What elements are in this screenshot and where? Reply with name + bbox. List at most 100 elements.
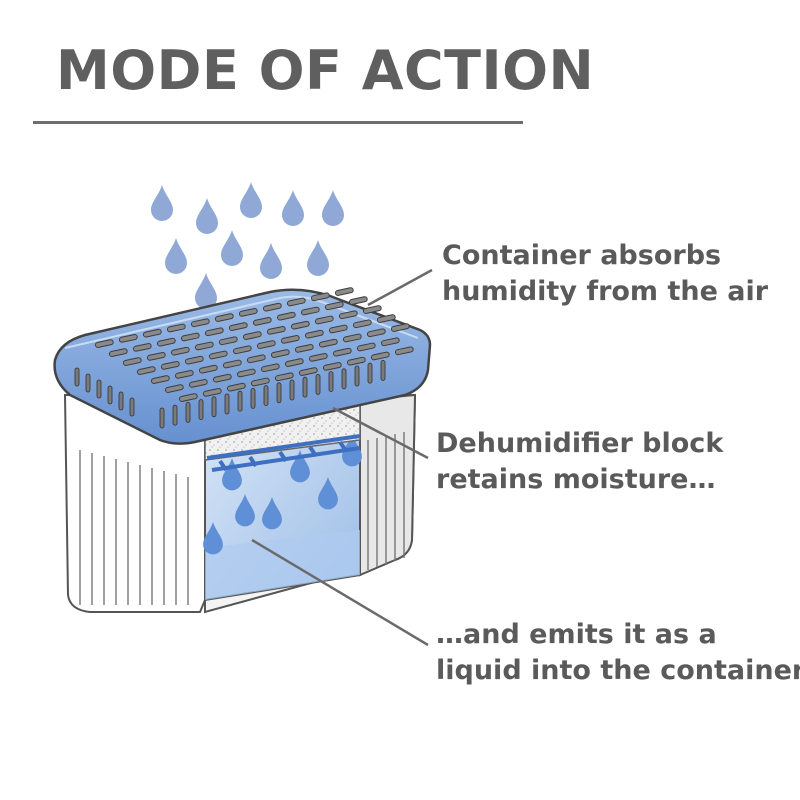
water-drop-icon [260, 243, 282, 279]
vent-slot [166, 323, 186, 333]
vent-slot [362, 305, 382, 314]
vent-slot [118, 391, 124, 411]
vent-slot [380, 337, 400, 347]
vent-slot [263, 385, 269, 407]
vent-slot [334, 287, 354, 296]
vent-slot [294, 344, 314, 353]
vent-slot [256, 340, 276, 349]
vent-slot [156, 337, 176, 347]
vent-slot [314, 315, 334, 325]
vent-slot [284, 358, 304, 367]
vent-slot [185, 401, 191, 423]
vent-slot [328, 324, 348, 334]
vent-slot [310, 292, 330, 302]
water-drop-icon [290, 450, 310, 483]
caption-emit-line-2: liquid into the container [436, 655, 800, 686]
page-title: MODE OF ACTION [56, 39, 595, 102]
water-drop-icon [282, 190, 304, 226]
vent-slot [214, 313, 234, 322]
vent-slot [228, 322, 248, 331]
vent-slot [237, 390, 243, 412]
vent-slot [348, 296, 368, 305]
vent-slot [188, 379, 208, 388]
vent-slot [342, 333, 362, 343]
water-drop-icon [222, 458, 242, 491]
vent-slot [208, 350, 228, 360]
vent-slot [170, 346, 190, 356]
container-ribs-left [79, 450, 189, 605]
title-underline [33, 121, 523, 124]
vent-slot [367, 362, 373, 384]
vent-slot [332, 347, 352, 357]
vent-slot [184, 355, 204, 365]
vent-slot [129, 397, 135, 417]
vent-slot [308, 353, 328, 362]
vent-slot [286, 297, 306, 307]
vent-slot [222, 359, 242, 369]
vent-slot [159, 407, 165, 429]
vent-slot [324, 301, 344, 311]
vent-slot [96, 379, 102, 399]
vent-slot [74, 367, 80, 387]
vent-slot [122, 357, 142, 366]
vent-slot [118, 334, 138, 343]
vent-slot [260, 363, 280, 373]
container-ribs-right [367, 432, 405, 570]
water-drop-icon [240, 182, 262, 218]
vent-slot [180, 332, 200, 342]
vent-slot [315, 373, 321, 395]
water-drop-icon [151, 185, 173, 221]
vent-slot [212, 373, 232, 383]
vent-slot [146, 352, 166, 361]
water-drop-icon [307, 240, 329, 276]
vent-slot [242, 331, 262, 340]
vent-slot [224, 393, 230, 415]
vent-slot [198, 399, 204, 421]
vent-slot [194, 341, 214, 351]
vent-slot [198, 364, 218, 374]
caption-retain: Dehumidifier block retains moisture… [436, 426, 723, 498]
vent-slot [266, 326, 286, 335]
vent-slot [390, 323, 410, 332]
vent-slot [252, 317, 272, 326]
vent-slot [380, 359, 386, 381]
caption-retain-line-2: retains moisture… [436, 464, 716, 495]
vent-slot [276, 382, 282, 404]
water-drop-icon [196, 198, 218, 234]
caption-emit: …and emits it as a liquid into the conta… [436, 617, 800, 689]
vent-slot [341, 368, 347, 390]
vent-slot [300, 306, 320, 316]
vent-slot [274, 372, 294, 382]
lid-vent-slots [94, 287, 414, 402]
water-drop-icon [165, 238, 187, 274]
vent-slot [322, 362, 342, 371]
vent-slot [276, 311, 296, 321]
vent-slot [236, 368, 256, 378]
vent-slot [394, 346, 414, 356]
vent-slot [178, 393, 198, 402]
vent-slot [232, 345, 252, 355]
leader-line-retain [332, 406, 429, 460]
water-drop-icon [203, 522, 223, 555]
vent-slot [164, 384, 184, 393]
vent-slot [302, 376, 308, 398]
vent-slot [202, 388, 222, 397]
vent-slot [172, 404, 178, 426]
vent-slot [352, 319, 372, 329]
water-drop-icon [221, 230, 243, 266]
vent-slot [160, 361, 180, 370]
water-drop-icon [262, 497, 282, 530]
vent-slot [94, 339, 114, 348]
vent-slot [356, 342, 376, 352]
falling-water-drops [151, 182, 344, 309]
vent-slot [174, 370, 194, 379]
vent-slot [150, 375, 170, 384]
vent-slot [290, 320, 310, 330]
vent-slot [270, 349, 290, 358]
caption-emit-line-1: …and emits it as a [436, 619, 717, 650]
water-drop-icon [322, 190, 344, 226]
vent-slot [289, 379, 295, 401]
water-drop-icon [235, 494, 255, 527]
vent-slot [238, 308, 258, 317]
